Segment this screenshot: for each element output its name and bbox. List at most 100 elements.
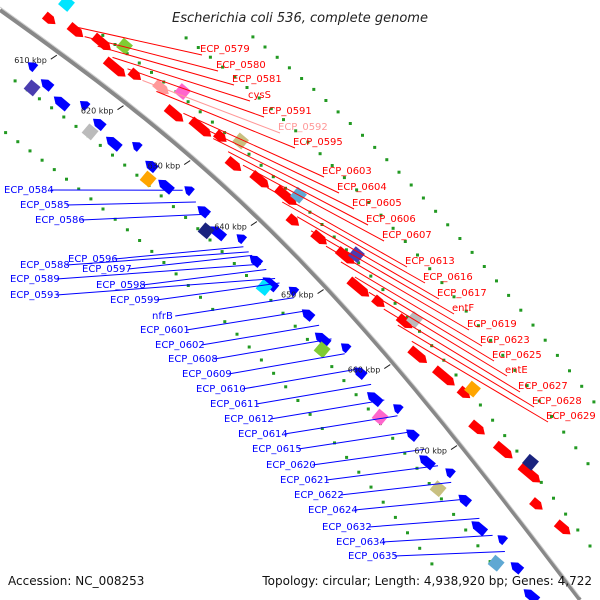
reverse-gene — [458, 494, 473, 508]
leader-line — [142, 79, 281, 134]
reverse-gene-shape — [523, 589, 541, 600]
track-dot — [287, 66, 291, 70]
track-dot — [397, 170, 401, 174]
reverse-gene-shape — [406, 429, 420, 442]
track-dot — [495, 279, 498, 283]
forward-gene-shape — [407, 345, 428, 364]
forward-gene-shape — [553, 519, 571, 535]
track-dot — [537, 399, 541, 403]
track-dot — [458, 237, 462, 240]
tick-label: 630 kbp — [148, 162, 181, 171]
track-dot — [52, 168, 56, 172]
track-dot — [345, 455, 349, 459]
track-dot — [452, 295, 456, 299]
leader-line — [198, 125, 340, 194]
forward-gene-label: ECP_0627 — [518, 381, 568, 392]
feature-block — [522, 453, 539, 471]
reverse-gene-label: ECP_0632 — [322, 522, 372, 533]
tick-mark — [117, 105, 124, 111]
reverse-gene-shape — [249, 255, 264, 269]
track-dot — [476, 324, 480, 328]
leader-line — [128, 254, 253, 270]
leader-line — [201, 324, 320, 346]
track-dot — [588, 544, 592, 548]
track-dot — [74, 124, 78, 128]
reverse-gene-shape — [53, 96, 71, 112]
track-dot — [257, 96, 261, 100]
track-dot — [403, 240, 407, 243]
track-dot — [430, 562, 434, 566]
reverse-gene-shape — [367, 392, 384, 408]
track-dot — [576, 528, 580, 532]
leader-line — [340, 261, 483, 347]
track-dot — [199, 295, 202, 299]
forward-gene — [273, 184, 297, 206]
track-dot — [251, 35, 255, 39]
feature-block — [487, 554, 505, 572]
leader-line — [81, 213, 210, 221]
track-dot — [513, 368, 517, 372]
track-dot — [300, 77, 304, 80]
tick-mark — [250, 221, 258, 227]
track-dot — [464, 309, 468, 313]
reverse-gene-shape — [497, 535, 509, 546]
forward-gene — [432, 365, 455, 386]
reverse-gene — [406, 429, 420, 442]
leader-line — [242, 368, 358, 390]
track-dot — [111, 153, 114, 157]
reverse-gene-shape — [471, 521, 489, 537]
reverse-gene — [197, 206, 212, 219]
forward-gene-shape — [529, 497, 543, 510]
forward-gene — [285, 213, 300, 226]
track-dot — [271, 175, 275, 179]
track-dot — [491, 418, 495, 422]
track-dot — [330, 164, 334, 167]
track-dot — [393, 301, 397, 305]
reverse-gene-shape — [236, 234, 248, 245]
forward-gene — [188, 116, 212, 137]
track-dot — [113, 217, 117, 221]
forward-gene-label: entF — [452, 303, 474, 314]
reverse-gene-label: ECP_0615 — [252, 444, 302, 455]
leader-line — [325, 245, 470, 331]
leader-line — [267, 187, 408, 268]
track-dot — [543, 338, 547, 342]
reverse-gene — [288, 286, 300, 297]
leader-line — [127, 68, 265, 118]
track-dot — [428, 267, 432, 271]
reverse-gene-shape — [210, 226, 228, 242]
track-dot — [272, 371, 276, 375]
track-dot — [381, 500, 385, 504]
feature-block — [197, 222, 215, 240]
reverse-gene — [40, 79, 55, 92]
reverse-gene — [262, 277, 280, 293]
leader-line — [228, 353, 345, 375]
reverse-gene-shape — [79, 101, 91, 111]
track-dot — [550, 415, 553, 418]
tick-label: 670 kbp — [414, 447, 447, 456]
leader-line — [382, 534, 493, 543]
track-dot — [306, 140, 310, 144]
track-dot — [409, 183, 413, 187]
track-dot — [452, 512, 456, 516]
reverse-gene-label: ECP_0621 — [280, 475, 330, 486]
track-dot — [393, 515, 397, 519]
reverse-gene-label: ECP_0585 — [20, 200, 70, 211]
track-dot — [478, 403, 482, 407]
forward-gene-shape — [456, 385, 471, 399]
track-dot — [37, 97, 41, 101]
reverse-gene — [367, 392, 384, 408]
reverse-gene-shape — [354, 367, 368, 380]
track-dot — [405, 315, 409, 319]
track-dot — [344, 248, 348, 252]
reverse-gene — [158, 179, 175, 195]
tick-label: 660 kbp — [348, 366, 381, 375]
track-dot — [235, 332, 239, 336]
forward-gene — [163, 104, 184, 122]
track-dot — [357, 261, 361, 265]
track-dot — [150, 70, 153, 74]
reverse-gene-shape — [197, 206, 212, 219]
forward-gene — [91, 32, 111, 51]
forward-gene-shape — [152, 79, 169, 95]
